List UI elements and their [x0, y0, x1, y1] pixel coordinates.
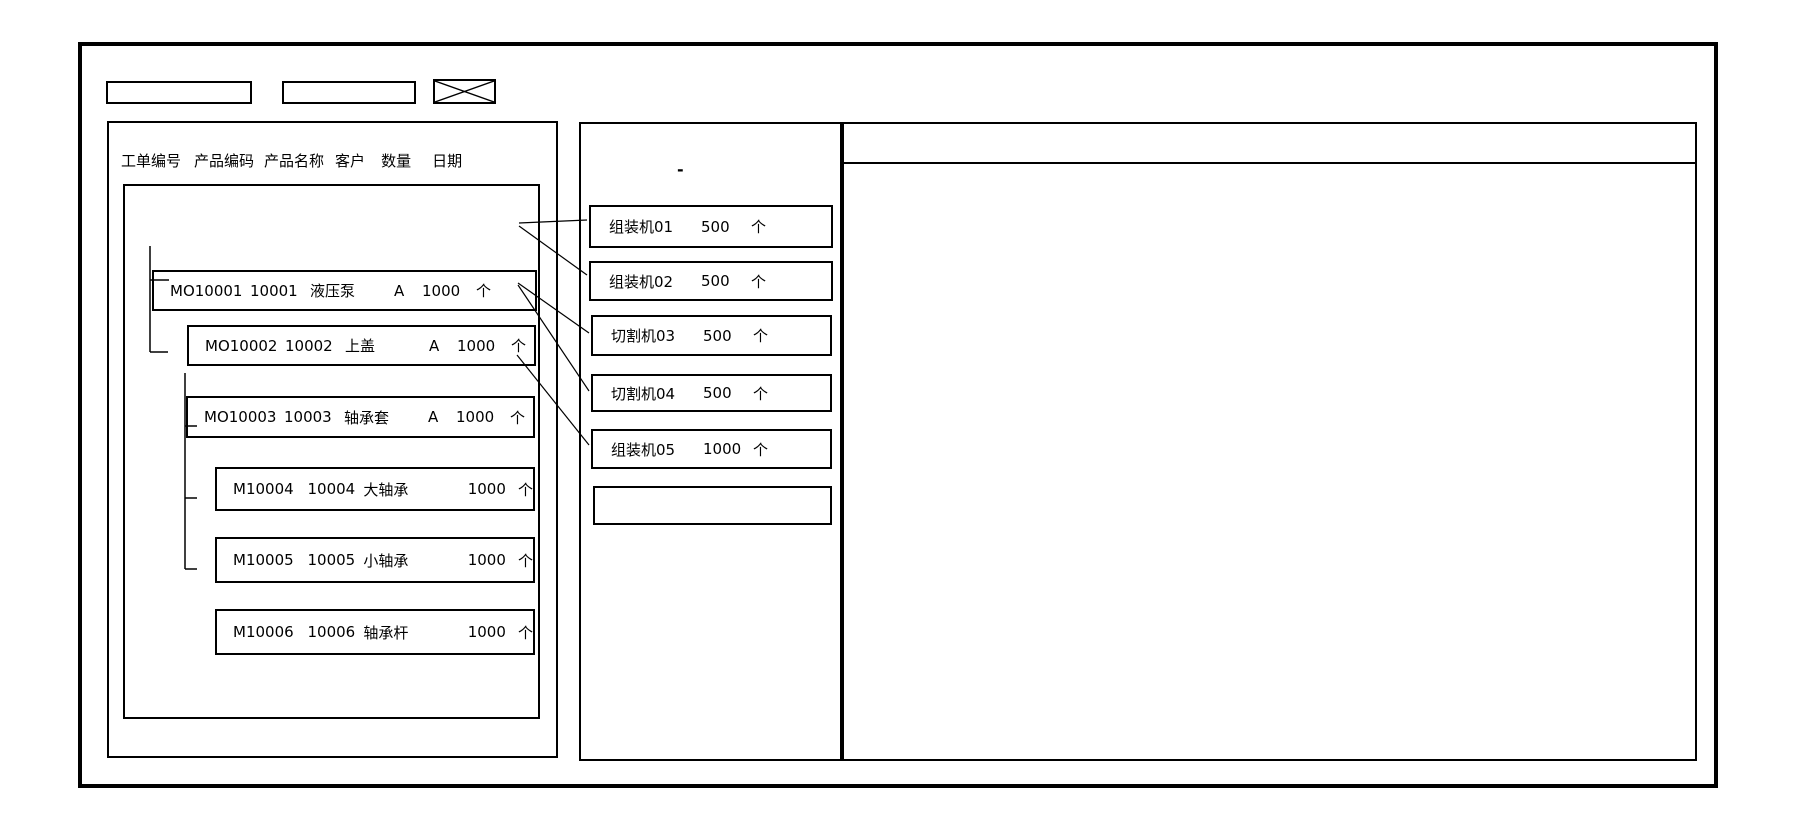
- quantity: 1000: [457, 336, 496, 355]
- order-no: M10006: [233, 623, 294, 641]
- unit: 个: [751, 218, 767, 236]
- order-no: M10005: [233, 551, 294, 569]
- unit: 个: [517, 480, 533, 499]
- product-name: 上盖: [345, 337, 376, 355]
- order-no: M10004: [233, 480, 294, 498]
- machine-qty: 1000: [703, 440, 742, 458]
- column-header-row: 工单编号 产品编码 产品名称 客户 数量 日期: [121, 150, 462, 170]
- product-code: 10002: [285, 336, 333, 355]
- work-order-node-m10005[interactable]: M10005 10005 小轴承 1000 个: [215, 537, 535, 583]
- customer: A: [394, 281, 405, 300]
- column-header-qty: 数量: [381, 151, 412, 170]
- order-no: MO10001: [170, 281, 243, 300]
- machine-qty: 500: [701, 272, 730, 290]
- column-header-product-code: 产品编码: [194, 151, 255, 170]
- customer: A: [428, 408, 439, 426]
- machine-panel: - 组装机01 500 个 组装机02 500 个 切割机03 500 个 切割…: [579, 122, 842, 761]
- machine-qty: 500: [703, 326, 732, 345]
- product-name: 轴承套: [344, 408, 390, 427]
- work-order-tree-container: MO10001 10001 液压泵 A 1000 个 MO10002 10002…: [123, 184, 540, 719]
- column-header-order-no: 工单编号: [121, 151, 182, 170]
- column-header-customer: 客户: [335, 151, 366, 170]
- detail-panel-header-row: [844, 124, 1695, 164]
- quantity: 1000: [467, 480, 506, 498]
- unit: 个: [751, 272, 767, 291]
- x-cross-icon: [435, 81, 494, 102]
- detail-panel: [842, 122, 1697, 761]
- machine-card-empty[interactable]: [593, 486, 832, 525]
- machine-card-zuzhuangji02[interactable]: 组装机02 500 个: [589, 261, 833, 301]
- machine-card-zuzhuangji05[interactable]: 组装机05 1000 个: [591, 429, 832, 469]
- machine-card-qiegeji04[interactable]: 切割机04 500 个: [591, 374, 832, 412]
- machine-name: 组装机02: [609, 272, 674, 291]
- product-name: 小轴承: [363, 551, 409, 570]
- product-name: 轴承杆: [363, 623, 409, 642]
- x-placeholder-button[interactable]: [433, 79, 496, 104]
- product-code: 10006: [307, 623, 356, 641]
- machine-qty: 500: [701, 217, 730, 236]
- machine-name: 切割机03: [611, 327, 676, 345]
- stray-mark: -: [677, 160, 684, 179]
- product-name: 液压泵: [310, 282, 356, 300]
- unit: 个: [517, 623, 533, 642]
- work-order-node-m10004[interactable]: M10004 10004 大轴承 1000 个: [215, 467, 535, 511]
- product-name: 大轴承: [363, 480, 409, 499]
- product-code: 10004: [307, 480, 356, 498]
- work-order-node-m10006[interactable]: M10006 10006 轴承杆 1000 个: [215, 609, 535, 655]
- product-code: 10005: [307, 551, 356, 569]
- unit: 个: [753, 384, 769, 403]
- unit: 个: [753, 440, 769, 459]
- column-header-date: 日期: [432, 151, 463, 170]
- machine-name: 切割机04: [611, 384, 676, 403]
- product-code: 10003: [284, 408, 332, 426]
- toolbar-input-2[interactable]: [282, 81, 416, 104]
- quantity: 1000: [456, 408, 495, 426]
- work-order-panel: 工单编号 产品编码 产品名称 客户 数量 日期 MO10001 10001 液压…: [107, 121, 558, 758]
- unit: 个: [510, 408, 526, 427]
- machine-name: 组装机01: [609, 218, 674, 236]
- order-no: MO10002: [205, 336, 278, 355]
- unit: 个: [517, 551, 533, 570]
- quantity: 1000: [467, 623, 506, 641]
- machine-card-qiegeji03[interactable]: 切割机03 500 个: [591, 315, 832, 356]
- work-order-node-mo10002[interactable]: MO10002 10002 上盖 A 1000 个: [187, 325, 536, 366]
- column-header-product-name: 产品名称: [264, 151, 325, 170]
- machine-qty: 500: [703, 384, 732, 402]
- quantity: 1000: [422, 281, 461, 300]
- app-window: 工单编号 产品编码 产品名称 客户 数量 日期 MO10001 10001 液压…: [78, 42, 1718, 788]
- quantity: 1000: [467, 551, 506, 569]
- toolbar-input-1[interactable]: [106, 81, 252, 104]
- unit: 个: [753, 327, 769, 345]
- work-order-node-mo10001[interactable]: MO10001 10001 液压泵 A 1000 个: [152, 270, 537, 311]
- unit: 个: [511, 337, 527, 355]
- order-no: MO10003: [204, 408, 277, 426]
- product-code: 10001: [250, 281, 298, 300]
- machine-name: 组装机05: [611, 440, 676, 459]
- work-order-node-mo10003[interactable]: MO10003 10003 轴承套 A 1000 个: [186, 396, 535, 438]
- customer: A: [429, 336, 440, 355]
- machine-card-zuzhuangji01[interactable]: 组装机01 500 个: [589, 205, 833, 248]
- unit: 个: [476, 282, 492, 300]
